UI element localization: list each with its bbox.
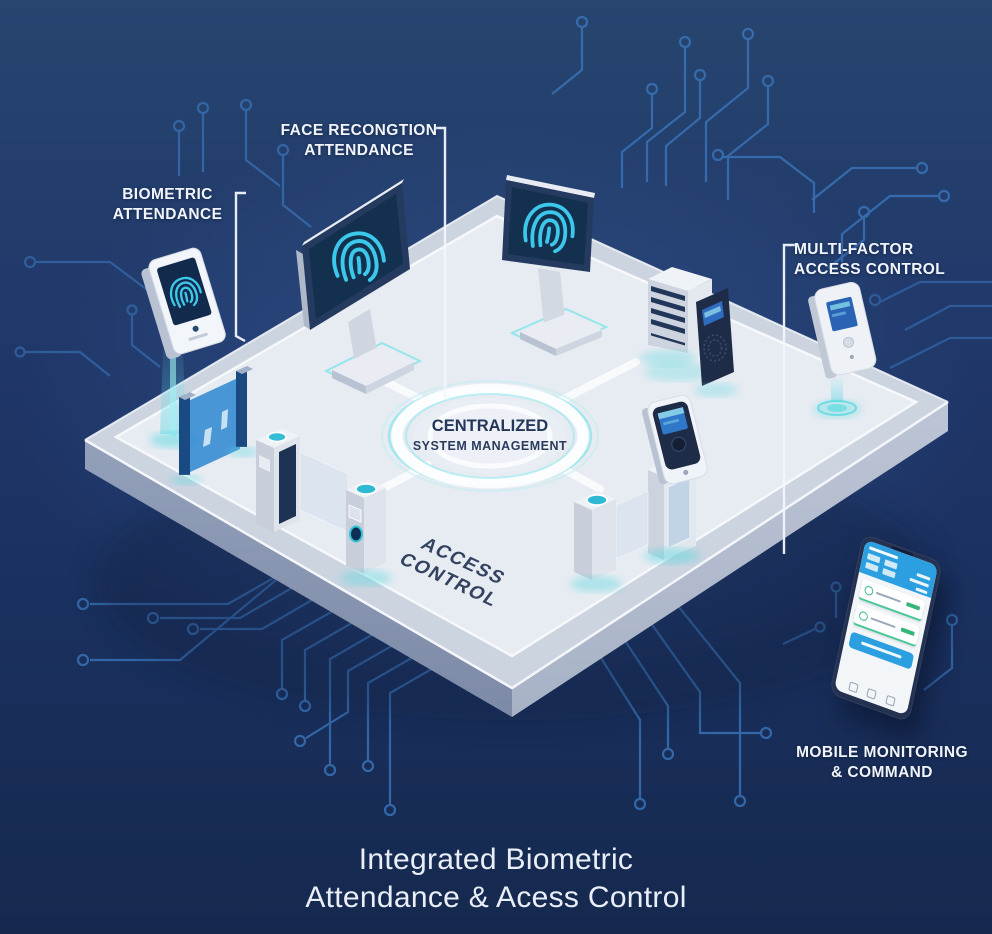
card-value-bar [906, 601, 921, 611]
label-pointer-lines [234, 126, 796, 554]
turnstile-left [256, 428, 300, 532]
circuit-left [14, 255, 161, 377]
phone-header-counters [908, 571, 931, 595]
speaker-grille-icon [703, 334, 727, 362]
pointer-multi-factor [782, 243, 796, 554]
label-line: ATTENDANCE [304, 141, 414, 159]
hub-subtitle: SYSTEM MANAGEMENT [413, 439, 567, 453]
label-multi-factor-access-control: MULTI-FACTOR ACCESS CONTROL [794, 240, 954, 279]
turnstile-indicator-icon [586, 494, 608, 506]
label-line: MULTI-FACTOR [794, 241, 914, 258]
server-rack [640, 267, 712, 366]
turnstile-left-reader [340, 480, 392, 586]
biometric-scanner-device [141, 247, 226, 448]
face-recognition-monitor-left [296, 179, 414, 394]
label-line: MOBILE MONITORING [796, 744, 968, 761]
hub-title: CENTRALIZED [432, 417, 548, 435]
circuit-top-right [551, 15, 951, 269]
turnstile-indicator-icon [355, 483, 377, 495]
circuit-right [868, 280, 992, 369]
phone-stat [882, 567, 896, 578]
phone-stat [884, 558, 898, 570]
checkmark-icon [863, 584, 875, 597]
wall-access-panel [694, 288, 738, 397]
settings-icon [885, 694, 896, 707]
title-line: Attendance & Acess Control [305, 881, 687, 914]
card-text-bar [870, 616, 896, 629]
circuit-top-left [172, 98, 312, 228]
label-line: & COMMAND [831, 763, 933, 781]
pointer-face-recognition [434, 126, 447, 398]
multi-factor-terminal [808, 281, 877, 418]
label-line: ATTENDANCE [112, 205, 223, 223]
entry-gate [170, 366, 259, 485]
hub-centralized-management: CENTRALIZED SYSTEM MANAGEMENT [381, 380, 599, 492]
checkmark-icon [858, 609, 869, 622]
access-kiosk [641, 394, 708, 564]
phone-stat [867, 552, 881, 563]
card-text-bar [875, 591, 902, 603]
label-line: ACCESS CONTROL [794, 260, 946, 278]
label-face-recognition-attendance: FACE RECONGTION ATTENDANCE [276, 121, 442, 160]
label-biometric-attendance: BIOMETRIC ATTENDANCE [100, 185, 235, 224]
label-line: FACE RECONGTION [280, 122, 438, 139]
turnstile-right [570, 491, 622, 592]
main-title: Integrated Biometric Attendance & Acess … [0, 841, 992, 917]
title-line: Integrated Biometric [358, 843, 634, 876]
camera-icon [670, 436, 687, 453]
face-recognition-monitor-right [502, 175, 602, 356]
turnstile-indicator-icon [267, 431, 287, 443]
label-line: BIOMETRIC [122, 186, 213, 203]
phone-stat [865, 561, 879, 572]
home-icon [848, 681, 859, 694]
pointer-biometric [234, 191, 246, 343]
label-mobile-monitoring-command: MOBILE MONITORING & COMMAND [790, 743, 974, 782]
card-value-bar [900, 627, 915, 637]
clock-icon [866, 688, 878, 700]
